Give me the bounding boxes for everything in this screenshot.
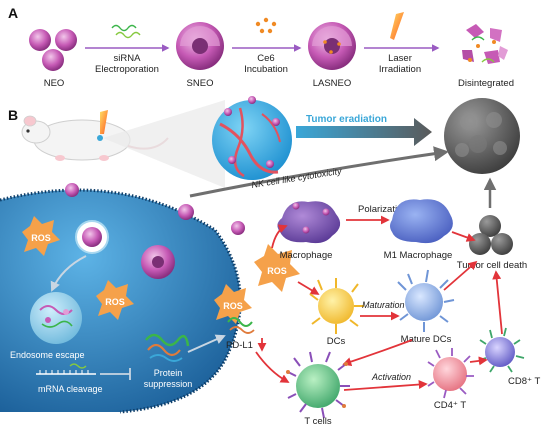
sirna-icon [111,24,141,39]
arrow-pdl1-to-tcells [255,351,290,383]
ros-label-1: ROS [31,233,51,243]
tumor-cell-death-cluster [469,215,513,255]
arrow-cd4-to-cd8 [469,356,488,366]
arrow-mdc-to-death [443,260,478,291]
arrow-mdc-to-tcells [342,339,413,366]
panel-a-label: A [8,5,18,21]
tumor-cell-death-label: Tumor cell death [457,260,527,271]
arrow-m1-to-death [451,231,476,242]
dc-cell [309,278,364,334]
arrow-ros-to-dcs [297,281,320,295]
step-ce6: Ce6 [257,53,274,64]
cd8-label: CD8⁺ T [508,376,540,387]
stage-lasneo: LASNEO [313,78,352,89]
zoom-cone [103,100,225,188]
endosome-nanoparticle [75,220,109,254]
panel-b-label: B [8,107,18,123]
activation-label: Activation [371,372,411,382]
tumor-with-vessels [212,96,292,180]
mrna-cleavage-label: mRNA cleavage [38,384,103,394]
ros-burst-1: ROS [22,216,60,256]
dead-tumor [444,98,520,174]
free-nanoparticles [65,183,245,235]
ce6-dots-icon [255,17,277,34]
ros-label-2: ROS [105,297,125,307]
mature-dc-cell [397,269,455,332]
stage-neo: NEO [44,78,65,89]
endosome-escape-label: Endosome escape [10,350,85,360]
ros-label-3: ROS [223,301,243,311]
maturation-label: Maturation [362,300,405,310]
step-sirna: siRNA [114,53,142,64]
cd4-label: CD4⁺ T [434,400,466,411]
t-cells-label: T cells [304,416,332,427]
arrow-protein-to-pdl1 [187,334,226,353]
suppression-label: suppression [144,379,193,389]
endosome-escape-sphere [30,292,82,344]
mrna-strand [36,363,96,375]
mature-dcs-label: Mature DCs [401,334,452,345]
tumor-eradiation-label: Tumor eradiation [306,114,387,125]
stage-disintegrated: Disintegrated [458,78,514,89]
cd8-t-cell [479,327,525,373]
arrow-to-endosome-escape [50,255,87,292]
macrophage-label: Macrophage [280,250,333,261]
arrow-cd8-to-death [492,270,503,335]
neo-nanoparticles [29,29,77,71]
step-irradiation: Irradiation [379,64,421,75]
ros-burst-3: ROS [214,284,252,324]
sneo-nanoparticle [176,22,224,70]
ros-burst-main: ROS [254,244,300,292]
lasneo-nanoparticle [308,22,356,70]
tumor-eradiation-arrow [296,118,432,146]
protein-icon [145,333,190,362]
protein-label: Protein [154,368,183,378]
cd4-t-cell [427,348,474,399]
step-incubation: Incubation [244,64,288,75]
m1-macrophage-label: M1 Macrophage [384,250,453,261]
ros-burst-2: ROS [96,280,134,320]
macrophage-cell [277,201,341,244]
dcs-label: DCs [327,336,346,347]
laser-beam-mouse-icon [100,110,108,134]
polarization-label: Polarization [358,204,408,215]
activation-arrow [343,380,428,391]
nk-cytotoxicity-arrow [189,146,449,198]
nanoparticle-entering [141,245,175,279]
ros-label-main: ROS [267,266,287,276]
disintegrated-nanoparticle [462,24,508,64]
pdl1-protein-icon [227,317,255,334]
laser-icon [390,12,404,40]
stage-sneo: SNEO [187,78,214,89]
t-cell [286,351,350,419]
step-electroporation: Electroporation [95,64,159,75]
step-laser: Laser [388,53,412,64]
pdl1-label: PD-L1 [226,340,253,351]
arrow-ros-to-macrophage [271,224,288,249]
m1-macrophage-cell [390,199,453,244]
